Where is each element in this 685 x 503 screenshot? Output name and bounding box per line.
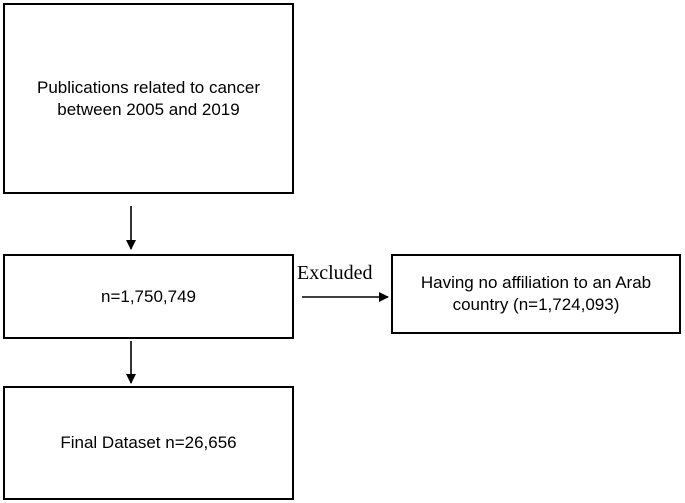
count-box: n=1,750,749 [3,254,294,339]
final-dataset-text: Final Dataset n=26,656 [60,433,237,452]
excluded-line-2: country (n=1,724,093) [452,295,620,314]
publications-box: Publications related to cancer between 2… [3,3,294,194]
excluded-box-text: Having no affiliation to an Arab country… [421,272,651,316]
publications-line-1: Publications related to cancer [36,77,261,97]
publications-box-text: Publications related to cancer between 2… [37,77,260,121]
final-dataset-box: Final Dataset n=26,656 [3,386,294,500]
count-text: n=1,750,749 [100,286,196,306]
publications-line-2: between 2005 and 2019 [57,99,240,119]
excluded-line-1: Having no affiliation to an Arab [420,273,652,292]
excluded-edge-label: Excluded [297,262,373,284]
excluded-box: Having no affiliation to an Arab country… [391,254,681,334]
